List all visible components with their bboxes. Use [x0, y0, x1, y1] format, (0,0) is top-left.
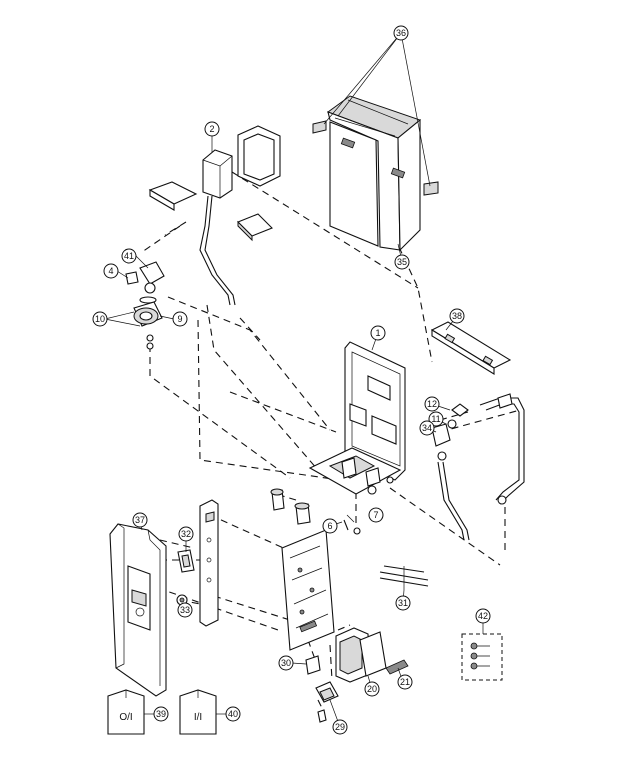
- svg-text:31: 31: [398, 598, 408, 608]
- callout-38: 38: [449, 308, 465, 324]
- callout-40: 40: [225, 706, 241, 722]
- callout-21: 21: [397, 674, 413, 690]
- foam-box: [237, 125, 281, 187]
- callout-35: 35: [394, 254, 410, 270]
- svg-text:21: 21: [400, 677, 410, 687]
- svg-text:34: 34: [422, 423, 432, 433]
- svg-text:42: 42: [478, 611, 488, 621]
- booklet-oi-label: O/I: [119, 712, 132, 723]
- svg-text:2: 2: [209, 124, 214, 134]
- callout-2: 2: [204, 121, 220, 137]
- callout-37: 37: [132, 512, 148, 528]
- callout-4: 4: [103, 263, 119, 279]
- heater-tank: [199, 149, 236, 306]
- callout-12: 12: [424, 396, 440, 412]
- callout-31: 31: [395, 595, 411, 611]
- callout-29: 29: [332, 719, 348, 735]
- outlet-assembly: [431, 393, 525, 541]
- callout-36: 36: [393, 25, 409, 41]
- bracket-pieces: [148, 181, 273, 242]
- callout-1: 1: [370, 325, 386, 341]
- booklet-ii-label: I/I: [194, 712, 202, 723]
- callout-9: 9: [172, 311, 188, 327]
- svg-text:20: 20: [367, 684, 377, 694]
- callout-11: 11: [428, 411, 444, 427]
- svg-text:39: 39: [156, 709, 166, 719]
- svg-text:1: 1: [375, 328, 380, 338]
- cable-set: [379, 565, 429, 590]
- svg-text:4: 4: [108, 266, 113, 276]
- svg-text:12: 12: [427, 399, 437, 409]
- svg-text:41: 41: [124, 251, 134, 261]
- callout-34: 34: [419, 420, 435, 436]
- pcb-board: [281, 529, 335, 651]
- svg-text:29: 29: [335, 722, 345, 732]
- svg-text:7: 7: [373, 510, 378, 520]
- callout-30: 30: [278, 655, 294, 671]
- callout-32: 32: [178, 526, 194, 542]
- svg-text:36: 36: [396, 28, 406, 38]
- terminal-block: [335, 627, 409, 683]
- svg-text:37: 37: [135, 515, 145, 525]
- svg-text:6: 6: [327, 521, 332, 531]
- callout-20: 20: [364, 681, 380, 697]
- valve-assembly: [125, 261, 165, 350]
- svg-text:35: 35: [397, 257, 407, 267]
- callout-42: 42: [475, 608, 491, 624]
- screw-kit-box: [461, 633, 503, 681]
- switch-parts: [305, 655, 339, 723]
- booklet-operating: O/I: [107, 689, 145, 735]
- svg-text:33: 33: [180, 605, 190, 615]
- inlet-fittings: [270, 488, 361, 535]
- svg-text:9: 9: [177, 314, 182, 324]
- back-plate: [308, 341, 406, 495]
- svg-text:10: 10: [95, 314, 105, 324]
- svg-text:32: 32: [181, 529, 191, 539]
- control-plate: [199, 499, 219, 627]
- svg-text:30: 30: [281, 658, 291, 668]
- front-cover: [109, 523, 167, 697]
- callout-7: 7: [368, 507, 384, 523]
- callout-33: 33: [177, 602, 193, 618]
- callout-6: 6: [322, 518, 338, 534]
- display-module: [176, 549, 195, 606]
- cover-case: [312, 95, 439, 252]
- svg-text:11: 11: [431, 414, 440, 424]
- svg-text:38: 38: [452, 311, 462, 321]
- svg-text:40: 40: [228, 709, 238, 719]
- callout-39: 39: [153, 706, 169, 722]
- callout-41: 41: [121, 248, 137, 264]
- rail-bracket: [430, 321, 512, 375]
- booklet-installation: I/I: [179, 689, 217, 735]
- callout-10: 10: [92, 311, 108, 327]
